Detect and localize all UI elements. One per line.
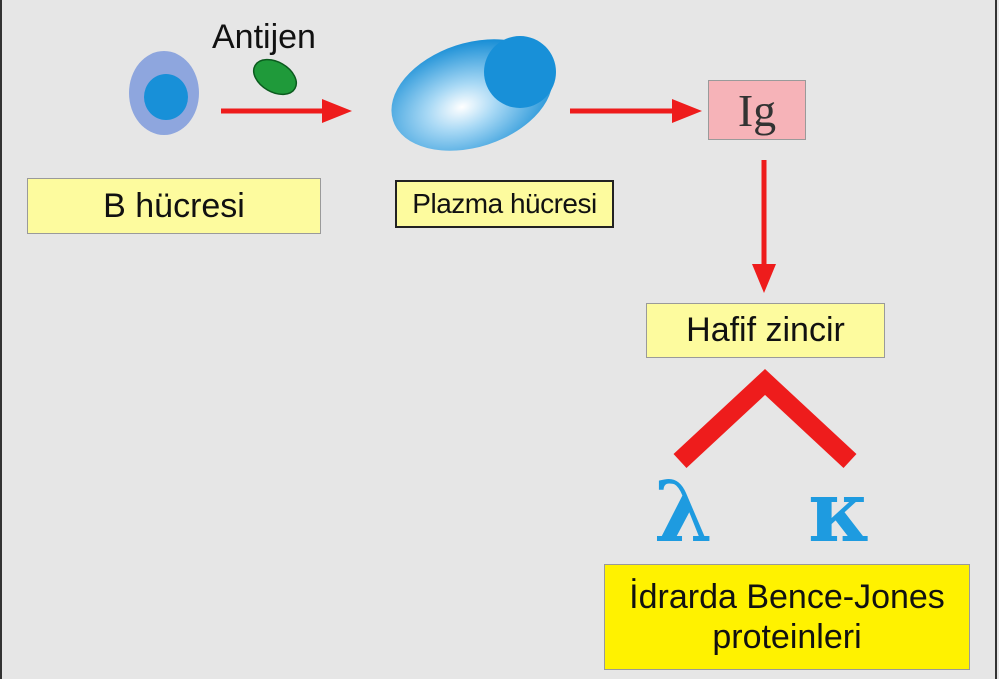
arrow-plasma-to-ig	[570, 99, 702, 123]
arrow-ig-to-light-chain	[752, 160, 776, 293]
ig-label: Ig	[708, 80, 806, 140]
antigen-label: Antijen	[212, 18, 316, 56]
plasma-cell-icon	[391, 36, 556, 151]
b-cell-icon	[129, 51, 199, 135]
bence-jones-label: İdrarda Bence-Jones proteinleri	[604, 564, 970, 670]
lambda-symbol: λ	[654, 462, 713, 561]
plasma-cell-label: Plazma hücresi	[395, 180, 614, 228]
arrow-b-to-plasma	[221, 99, 352, 123]
light-chain-label: Hafif zincir	[646, 303, 885, 358]
b-cell-label: B hücresi	[27, 178, 321, 234]
kappa-symbol: κ	[808, 462, 871, 561]
light-chain-split	[673, 369, 857, 468]
antigen-icon	[252, 58, 298, 96]
